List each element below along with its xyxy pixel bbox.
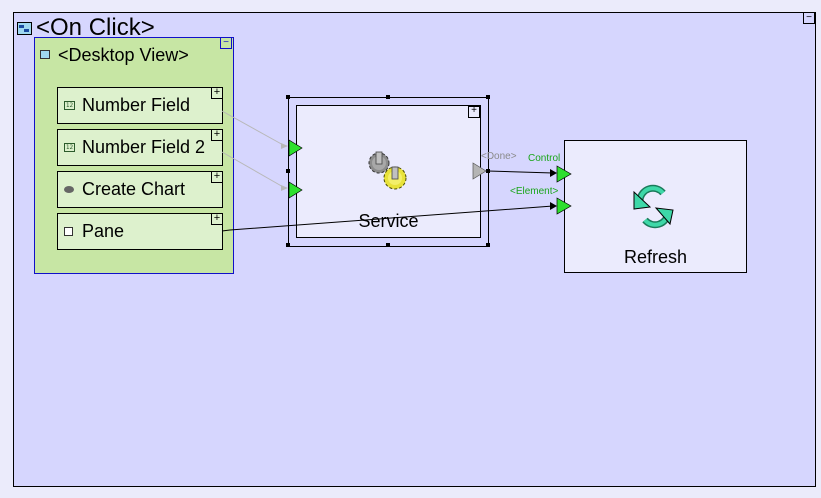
connection-handle[interactable] xyxy=(486,169,490,173)
resize-handle[interactable] xyxy=(486,243,490,247)
resize-handle[interactable] xyxy=(386,95,390,99)
refresh-icon xyxy=(633,184,674,229)
expand-button[interactable]: + xyxy=(211,87,223,99)
resize-handle[interactable] xyxy=(386,243,390,247)
number-field-icon: 12 xyxy=(64,143,75,152)
arrowhead xyxy=(281,185,288,191)
field-number-field-2[interactable]: 12 Number Field 2 + xyxy=(57,129,223,166)
refresh-label: Refresh xyxy=(623,247,688,267)
event-flow-icon xyxy=(17,22,32,35)
resize-handle[interactable] xyxy=(286,243,290,247)
service-done-port[interactable] xyxy=(472,162,487,180)
gears-icon xyxy=(368,151,407,190)
resize-handle[interactable] xyxy=(486,95,490,99)
field-pane[interactable]: Pane + xyxy=(57,213,223,250)
field-create-chart[interactable]: Create Chart + xyxy=(57,171,223,208)
desktop-view-collapse-button[interactable]: − xyxy=(220,37,232,49)
arrowhead xyxy=(281,143,288,149)
field-label: Number Field 2 xyxy=(82,137,206,157)
desktop-view-title: <Desktop View> xyxy=(58,45,189,65)
element-port-label: <Element> xyxy=(510,186,559,197)
pane-icon xyxy=(64,227,73,236)
field-label: Number Field xyxy=(82,95,191,115)
button-icon xyxy=(64,186,74,193)
resize-handle[interactable] xyxy=(286,95,290,99)
connection-number-field-2[interactable] xyxy=(221,151,286,189)
desktop-view-icon xyxy=(40,50,50,59)
number-field-icon: 12 xyxy=(64,101,75,110)
service-input-port-1[interactable] xyxy=(288,139,303,157)
refresh-element-port[interactable] xyxy=(556,197,572,215)
expand-button[interactable]: + xyxy=(211,213,223,225)
expand-button[interactable]: + xyxy=(211,171,223,183)
field-label: Pane xyxy=(82,221,125,241)
arrowhead xyxy=(550,202,557,210)
connection-number-field[interactable] xyxy=(221,110,286,147)
field-number-field[interactable]: 12 Number Field + xyxy=(57,87,223,124)
field-label: Create Chart xyxy=(82,179,186,199)
done-port-label: <Done> xyxy=(481,151,517,162)
refresh-control-port[interactable] xyxy=(556,165,572,183)
service-input-port-2[interactable] xyxy=(288,181,303,199)
canvas-title: <On Click> xyxy=(36,14,155,36)
arrowhead xyxy=(550,169,557,177)
expand-button[interactable]: + xyxy=(211,129,223,141)
connection-pane-element[interactable] xyxy=(221,205,554,232)
service-expand-button[interactable]: + xyxy=(468,106,480,118)
refresh-node[interactable] xyxy=(564,140,747,273)
canvas-collapse-button[interactable]: − xyxy=(803,12,815,24)
service-label: Service xyxy=(358,211,419,231)
control-port-label: Control xyxy=(528,153,561,164)
resize-handle[interactable] xyxy=(286,169,290,173)
connection-done-control[interactable] xyxy=(487,170,554,174)
